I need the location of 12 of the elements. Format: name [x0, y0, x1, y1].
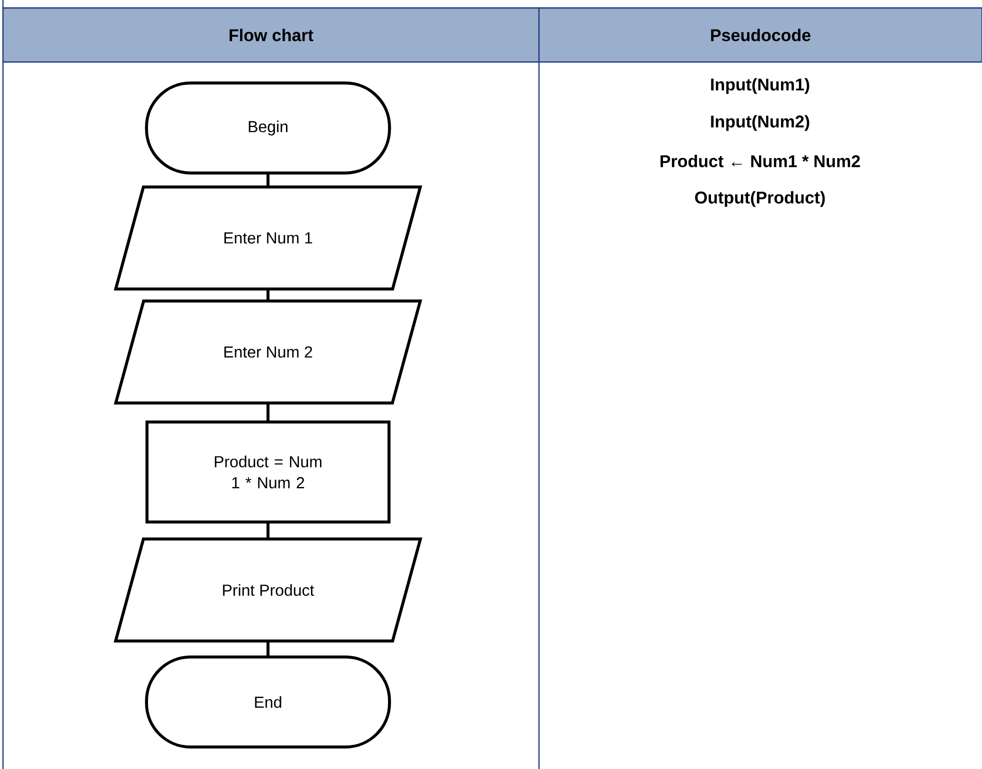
code-line: Product ← Num1 * Num2 — [660, 154, 860, 168]
header-cell: Flow chart — [2, 7, 540, 63]
connector-line — [266, 642, 270, 656]
code-line: Input(Num1) — [711, 78, 810, 94]
code-line: Input(Num2) — [711, 115, 810, 131]
process-box: Product = Num 1 * Num 2 — [146, 420, 390, 524]
connector-line — [266, 174, 270, 186]
connector-line — [266, 524, 270, 538]
connector-line — [266, 404, 270, 420]
header-cell: Pseudocode — [538, 7, 982, 63]
connector-line — [266, 290, 270, 300]
code-line: Output(Product) — [695, 191, 825, 207]
